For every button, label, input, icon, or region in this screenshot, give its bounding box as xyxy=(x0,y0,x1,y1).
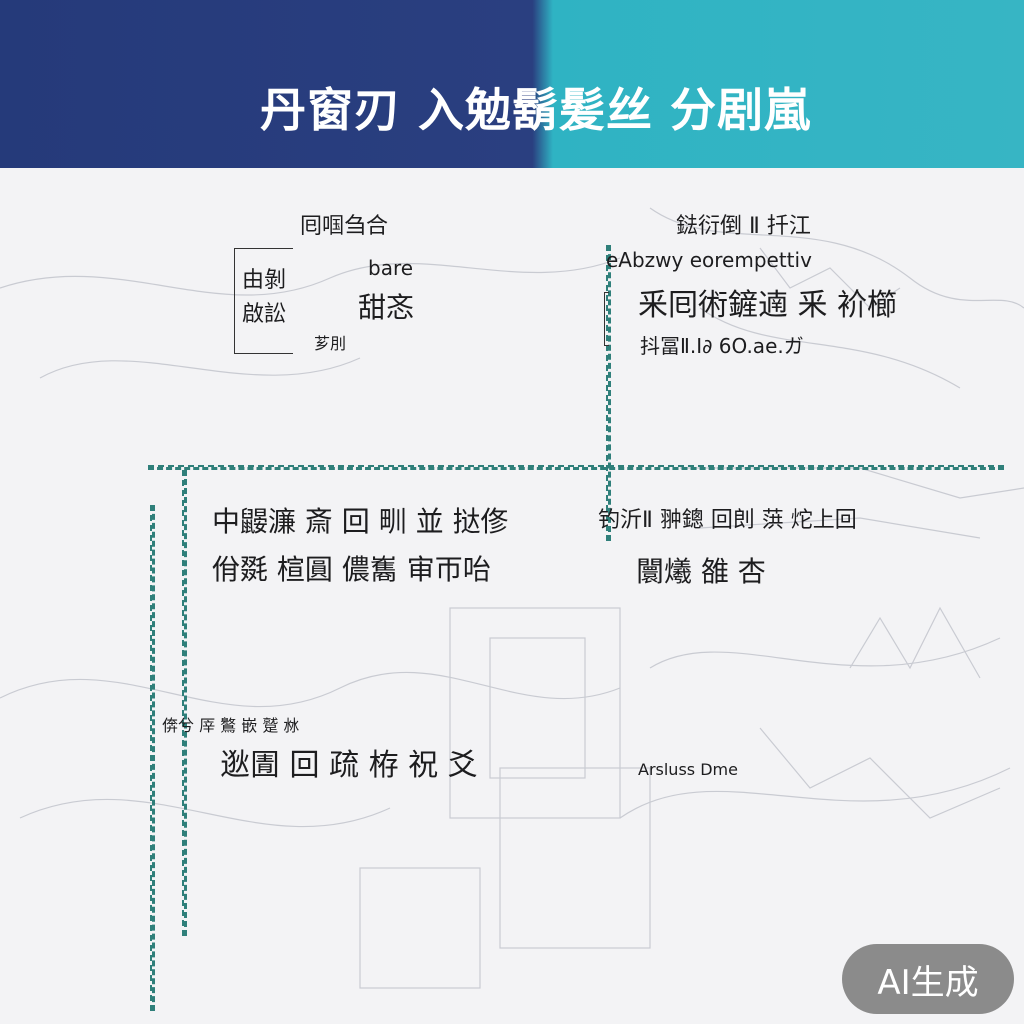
top-right-small: 抖冨Ⅱ.I∂ 6O.ae.ガ xyxy=(640,334,804,358)
top-left-line2-b: 甜忞 xyxy=(358,291,415,324)
top-right-subtitle: eAbzwy eorempettiv xyxy=(606,248,812,272)
mid-right-line2: 闤爔 雒 杏 xyxy=(636,555,766,588)
divider-horizontal xyxy=(148,465,1004,470)
bottom-right-text: Arsluss Dme xyxy=(638,760,738,779)
bracket-top-left xyxy=(234,248,293,354)
top-left-small: 芗刖 xyxy=(314,334,347,353)
page-title: 丹窗刃 入勉鬍髪丝 分剧嵐 xyxy=(260,83,812,137)
top-right-main: 釆囘術鏟遖 釆 衸櫛 xyxy=(638,288,898,323)
top-left-line1-a: 由剝 xyxy=(242,268,287,293)
header-banner: 丹窗刃 入勉鬍髪丝 分剧嵐 xyxy=(0,0,1024,168)
mid-left-line2: 佾毲 楦圓 儂雟 审帀咍 xyxy=(212,553,491,586)
bracket-top-right xyxy=(604,292,609,346)
top-left-line1-b: bare xyxy=(368,256,414,280)
mid-left-line1: 中鼹濂 斎 回 甽 並 挞俢 xyxy=(212,505,509,538)
top-left-heading: 囘啯刍合 xyxy=(300,214,389,239)
bottom-left-small: 倴兮 厗 鸄 嵌 蹵 沝 xyxy=(162,716,300,735)
bottom-left-main: 逖圊 回 疏 栫 祝 爻 xyxy=(220,748,478,783)
top-left-line2-a: 啟訟 xyxy=(242,302,287,327)
divider-vertical-right xyxy=(606,245,611,541)
divider-left-outer xyxy=(150,505,155,1011)
ai-generated-badge: AI生成 xyxy=(842,944,1014,1014)
mid-right-line1: 钓沂Ⅱ 翀鏓 回剆 葓 炨上回 xyxy=(598,508,857,533)
divider-vertical-left xyxy=(182,470,187,936)
top-right-heading: 鍅衍倒 Ⅱ 扦江 xyxy=(676,214,811,239)
